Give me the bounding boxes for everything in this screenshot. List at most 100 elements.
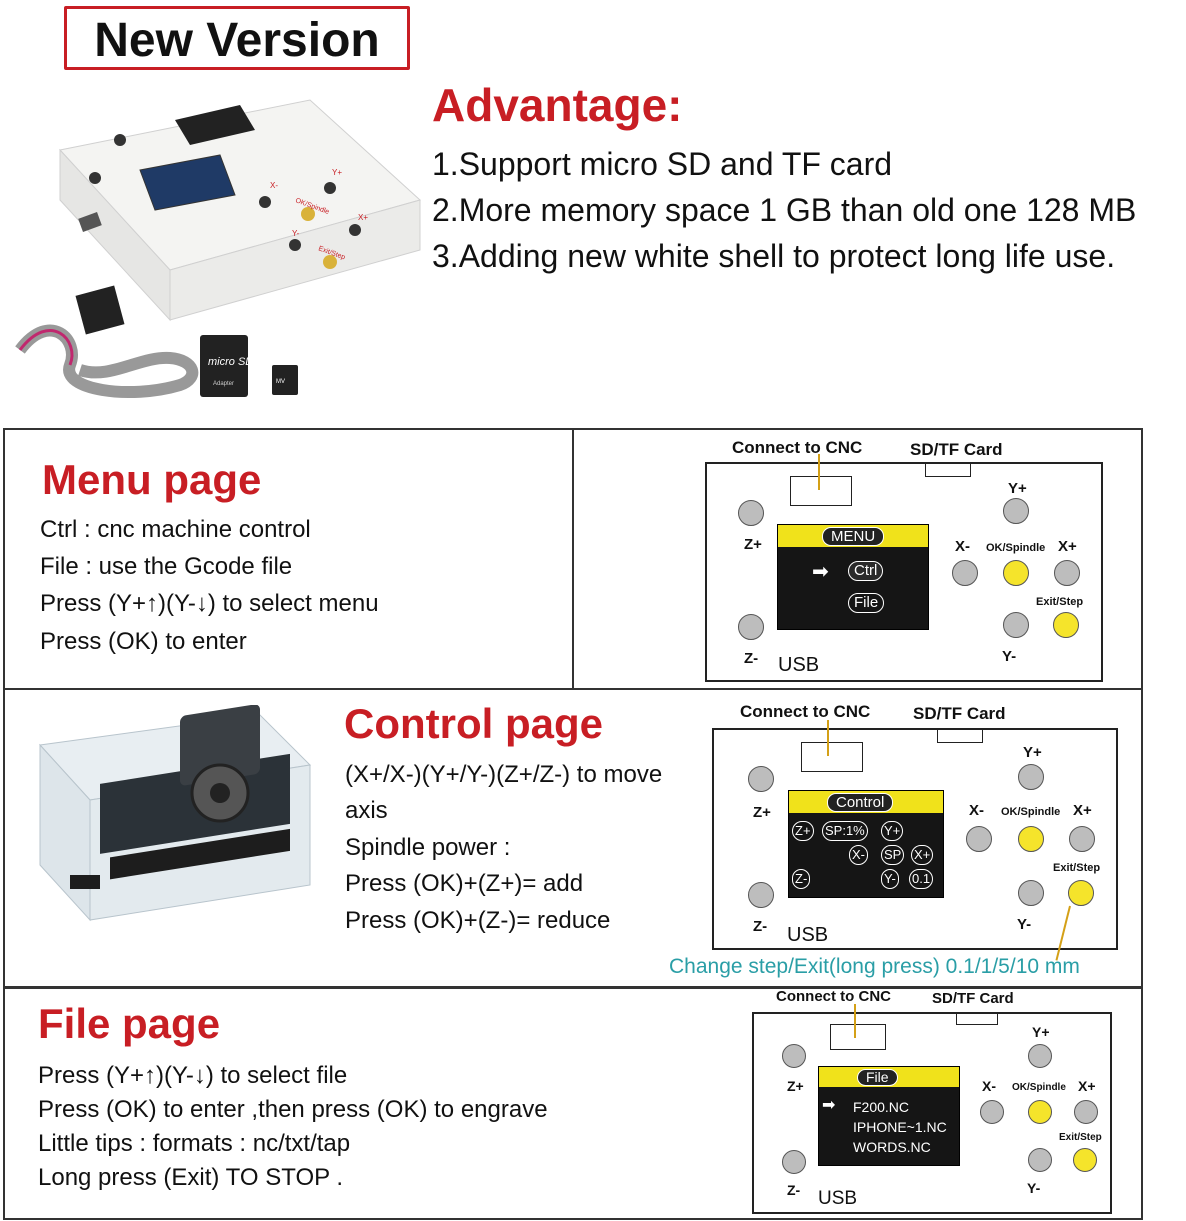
z-plus-button[interactable] (738, 500, 764, 526)
sd-card-label: SD/TF Card (913, 704, 1006, 723)
menu-line-2: File : use the Gcode file (40, 553, 293, 580)
menu-line-3: Press (Y+↑)(Y-↓) to select menu (40, 590, 379, 617)
acrylic-case-photo (38, 705, 312, 922)
y-minus-button[interactable] (1003, 612, 1029, 638)
x-plus-button[interactable] (1054, 560, 1080, 586)
control-line-1: (X+/X-)(Y+/Y-)(Z+/Z-) to move (345, 761, 663, 788)
menu-panel-divider (572, 428, 574, 690)
y-plus-label: Y+ (1032, 1024, 1050, 1040)
step-change-note: Change step/Exit(long press) 0.1/1/5/10 … (669, 955, 1080, 978)
file-item-3[interactable]: WORDS.NC (853, 1139, 931, 1155)
control-line-3: Spindle power : (345, 834, 511, 861)
ok-spindle-button[interactable] (1003, 560, 1029, 586)
y-minus-label: Y- (1002, 648, 1017, 665)
x-plus-label: X+ (1058, 538, 1077, 555)
file-screen: File ➡ F200.NC IPHONE~1.NC WORDS.NC (818, 1066, 960, 1166)
connect-to-cnc-label: Connect to CNC (740, 702, 871, 721)
sd-card-label: SD/TF Card (910, 440, 1003, 459)
exit-step-button[interactable] (1073, 1148, 1097, 1172)
z-minus-label: Z- (787, 1182, 801, 1198)
connect-to-cnc-label: Connect to CNC (776, 988, 891, 1005)
sd-slot (925, 462, 971, 477)
menu-item-ctrl[interactable]: Ctrl (848, 561, 884, 581)
connector-pointer (818, 454, 820, 490)
file-screen-header: File (857, 1069, 898, 1086)
control-screen: Control Z+ SP:1% Y+ X- SP X+ Z- Y- 0.1 (788, 790, 944, 898)
x-minus-label: X- (982, 1078, 996, 1094)
y-minus-button[interactable] (1018, 880, 1044, 906)
y-plus-button[interactable] (1028, 1044, 1052, 1068)
control-screen-header: Control (827, 793, 894, 812)
x-plus-button[interactable] (1074, 1100, 1098, 1124)
ok-spindle-button[interactable] (1028, 1100, 1052, 1124)
arrow-right-icon: ➡ (812, 561, 829, 583)
file-item-2[interactable]: IPHONE~1.NC (853, 1119, 947, 1135)
sd-slot (937, 728, 983, 743)
z-plus-label: Z+ (753, 804, 771, 821)
advantage-item-3: 3.Adding new white shell to protect long… (432, 238, 1116, 274)
z-plus-button[interactable] (782, 1044, 806, 1068)
y-minus-label: Y- (1017, 916, 1032, 933)
x-plus-label: X+ (1073, 802, 1092, 819)
cell-sp: SP (881, 845, 905, 865)
x-minus-button[interactable] (980, 1100, 1004, 1124)
photo-label-y-minus: Y- (292, 229, 300, 238)
menu-screen: MENU ➡ Ctrl File (777, 524, 929, 630)
usb-label: USB (778, 654, 820, 676)
x-plus-label: X+ (1078, 1078, 1096, 1094)
file-page-panel (3, 988, 1143, 1220)
file-page-title: File page (38, 1000, 221, 1047)
file-board-diagram: Connect to CNC SD/TF Card Z+ Z- USB File… (748, 986, 1118, 1216)
photo-adapter-text: Adapter (213, 381, 234, 387)
file-line-1: Press (Y+↑)(Y-↓) to select file (38, 1062, 348, 1089)
y-plus-label: Y+ (1008, 480, 1027, 497)
ok-spindle-label: OK/Spindle (1001, 806, 1061, 818)
cell-step: 0.1 (909, 869, 934, 889)
advantage-title: Advantage: (432, 79, 683, 131)
photo-card-text: micro SD (208, 356, 253, 368)
connector-pointer (827, 720, 829, 756)
z-minus-label: Z- (753, 918, 768, 935)
menu-item-file[interactable]: File (848, 593, 885, 613)
cell-x-minus: X- (849, 845, 868, 865)
cell-z-plus: Z+ (792, 821, 814, 841)
cell-z-minus: Z- (792, 869, 811, 889)
cell-x-plus: X+ (911, 845, 934, 865)
control-line-5: Press (OK)+(Z-)= reduce (345, 907, 611, 934)
file-item-1[interactable]: F200.NC (853, 1099, 910, 1115)
z-minus-button[interactable] (782, 1150, 806, 1174)
y-plus-button[interactable] (1003, 498, 1029, 524)
z-minus-button[interactable] (738, 614, 764, 640)
x-minus-button[interactable] (952, 560, 978, 586)
z-minus-button[interactable] (748, 882, 774, 908)
exit-step-label: Exit/Step (1059, 1132, 1102, 1143)
file-line-4: Long press (Exit) TO STOP . (38, 1164, 344, 1191)
y-plus-button[interactable] (1018, 764, 1044, 790)
cell-y-minus: Y- (881, 869, 899, 889)
menu-screen-header: MENU (822, 527, 885, 546)
x-minus-button[interactable] (966, 826, 992, 852)
y-minus-label: Y- (1027, 1180, 1041, 1196)
menu-line-4: Press (OK) to enter (40, 628, 247, 655)
x-plus-button[interactable] (1069, 826, 1095, 852)
control-page-panel (3, 690, 1143, 988)
file-line-3: Little tips : formats : nc/txt/tap (38, 1130, 351, 1157)
photo-label-x-plus: X+ (358, 213, 368, 222)
x-minus-label: X- (969, 802, 984, 819)
new-version-text: New Version (94, 14, 380, 67)
connector-pointer (854, 1004, 856, 1038)
menu-board-diagram: Connect to CNC SD/TF Card Z+ Z- USB MENU… (700, 432, 1110, 688)
ok-spindle-button[interactable] (1018, 826, 1044, 852)
file-line-2: Press (OK) to enter ,then press (OK) to … (38, 1096, 548, 1123)
z-plus-button[interactable] (748, 766, 774, 792)
cell-spindle-power: SP:1% (822, 821, 868, 841)
cnc-connector (830, 1024, 886, 1050)
y-minus-button[interactable] (1028, 1148, 1052, 1172)
z-plus-label: Z+ (787, 1078, 804, 1094)
exit-step-button[interactable] (1053, 612, 1079, 638)
connect-to-cnc-label: Connect to CNC (732, 438, 863, 457)
cnc-connector (801, 742, 863, 772)
exit-step-button[interactable] (1068, 880, 1094, 906)
usb-label: USB (818, 1188, 858, 1209)
photo-micro-badge: MV (276, 379, 285, 385)
